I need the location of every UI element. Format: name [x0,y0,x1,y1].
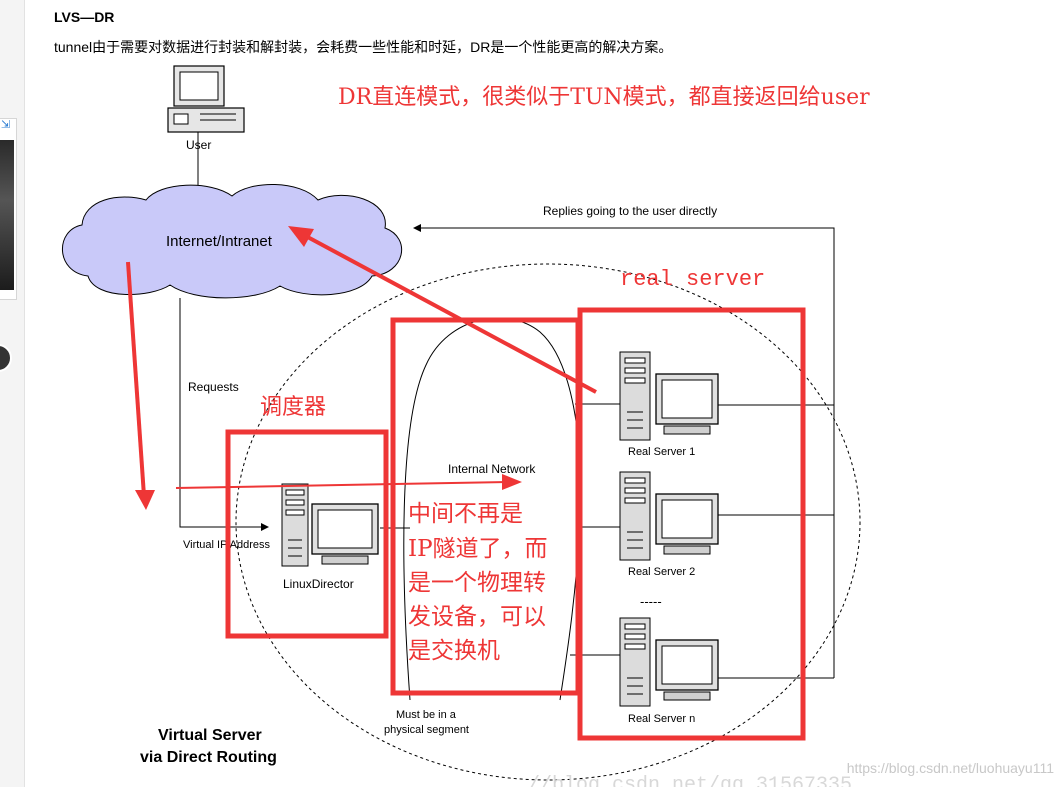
director-label: LinuxDirector [283,577,354,591]
caption-line2: via Direct Routing [140,749,277,766]
middle-note-line3: 是一个物理转 [408,570,546,596]
csdn-watermark: https://blog.csdn.net/luohuayu111 [846,760,1054,776]
middle-note-line2: IP隧道了，而 [408,536,548,562]
forward-arrow-head [502,474,522,490]
return-arrow-head [288,226,314,247]
forward-arrow-line [175,481,509,489]
requests-line [179,298,269,531]
request-arrow-head [135,490,155,510]
caption-line1: Virtual Server [158,727,262,744]
segment-label-line1: Must be in a [396,709,457,721]
server1-label: Real Server 1 [628,446,695,458]
middle-note-line4: 发设备，可以 [408,604,546,630]
internet-cloud [61,183,403,299]
internal-network-label: Internal Network [448,462,536,476]
servern-label: Real Server n [628,713,695,725]
doc-title: LVS—DR [54,9,115,25]
real-server-2-computer-icon [619,471,719,561]
replies-return-line [413,224,835,405]
requests-label: Requests [188,380,239,394]
servers-highlight-box [577,307,806,741]
cloud-label: Internet/Intranet [166,233,273,250]
ad-image[interactable] [0,140,14,290]
real-server-n-computer-icon [619,617,719,707]
linux-director-computer-icon [281,483,379,567]
request-arrow-line [126,261,146,497]
user-label: User [186,138,211,152]
virtual-server-boundary [235,263,861,781]
return-arrow-line [301,232,597,394]
dr-note-text: DR直连模式，很类似于TUN模式，都直接返回给user [338,85,870,110]
real-server-text: real server [620,267,765,292]
doc-paragraph: tunnel由于需要对数据进行封装和解封装，会耗费一些性能和时延，DR是一个性能… [54,39,673,55]
segment-label-line2: physical segment [384,724,469,736]
middle-note-line5: 是交换机 [408,638,500,664]
server-ellipsis: ----- [640,594,662,609]
user-computer-icon [167,65,245,133]
director-highlight-box [225,429,389,639]
replies-label: Replies going to the user directly [543,204,717,218]
faint-url-text: //blog.csdn.net/qq_31567335 [528,774,852,787]
scheduler-text: 调度器 [260,395,326,420]
ad-expand-icon[interactable]: ⇲ [1,119,11,131]
red-annotations [126,226,806,741]
middle-note-line1: 中间不再是 [408,501,523,527]
real-server-1-computer-icon [619,351,719,441]
server2-label: Real Server 2 [628,566,695,578]
